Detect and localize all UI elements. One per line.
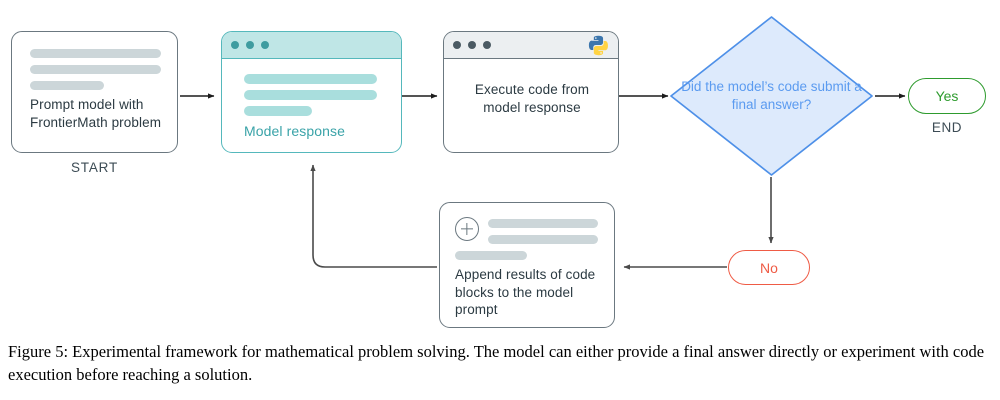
window-chrome-bar: [222, 32, 401, 59]
skeleton-line: [488, 235, 598, 244]
node-execute-code[interactable]: Execute code from model response: [443, 31, 619, 153]
window-dot-icon: [483, 41, 491, 49]
skeleton-line: [244, 106, 312, 116]
execute-code-text: Execute code from model response: [474, 82, 590, 115]
window-dots: [231, 41, 269, 49]
node-prompt-model[interactable]: Prompt model with FrontierMath problem: [11, 31, 178, 153]
append-results-text: Append results of code blocks to the mod…: [455, 267, 596, 317]
window-dot-icon: [453, 41, 461, 49]
no-label: No: [760, 259, 778, 276]
figure-caption: Figure 5: Experimental framework for mat…: [8, 342, 985, 384]
skeleton-line: [488, 219, 598, 228]
window-dots: [453, 41, 491, 49]
node-no[interactable]: No: [728, 250, 810, 285]
node-append-results[interactable]: Append results of code blocks to the mod…: [439, 202, 615, 328]
plus-circle-icon: [455, 217, 479, 241]
skeleton-line: [244, 90, 377, 100]
window-dot-icon: [468, 41, 476, 49]
window-dot-icon: [261, 41, 269, 49]
skeleton-line: [455, 251, 527, 260]
start-label: START: [70, 160, 118, 175]
prompt-model-text: Prompt model with FrontierMath problem: [30, 97, 162, 130]
end-label: END: [931, 120, 963, 135]
model-response-text: Model response: [244, 123, 346, 139]
window-dot-icon: [246, 41, 254, 49]
node-decision[interactable]: Did the model’s code submit a final answ…: [668, 14, 875, 178]
yes-label: Yes: [935, 88, 959, 104]
node-yes[interactable]: Yes: [908, 78, 986, 114]
skeleton-line: [30, 65, 161, 74]
window-dot-icon: [231, 41, 239, 49]
skeleton-line: [30, 49, 161, 58]
python-logo-icon: [588, 35, 609, 56]
decision-diamond-shape: [670, 16, 873, 176]
arrow-append-to-model-response: [310, 164, 437, 268]
window-chrome-bar: [444, 32, 618, 59]
node-model-response[interactable]: Model response: [221, 31, 402, 153]
skeleton-line: [244, 74, 377, 84]
skeleton-line: [30, 81, 104, 90]
